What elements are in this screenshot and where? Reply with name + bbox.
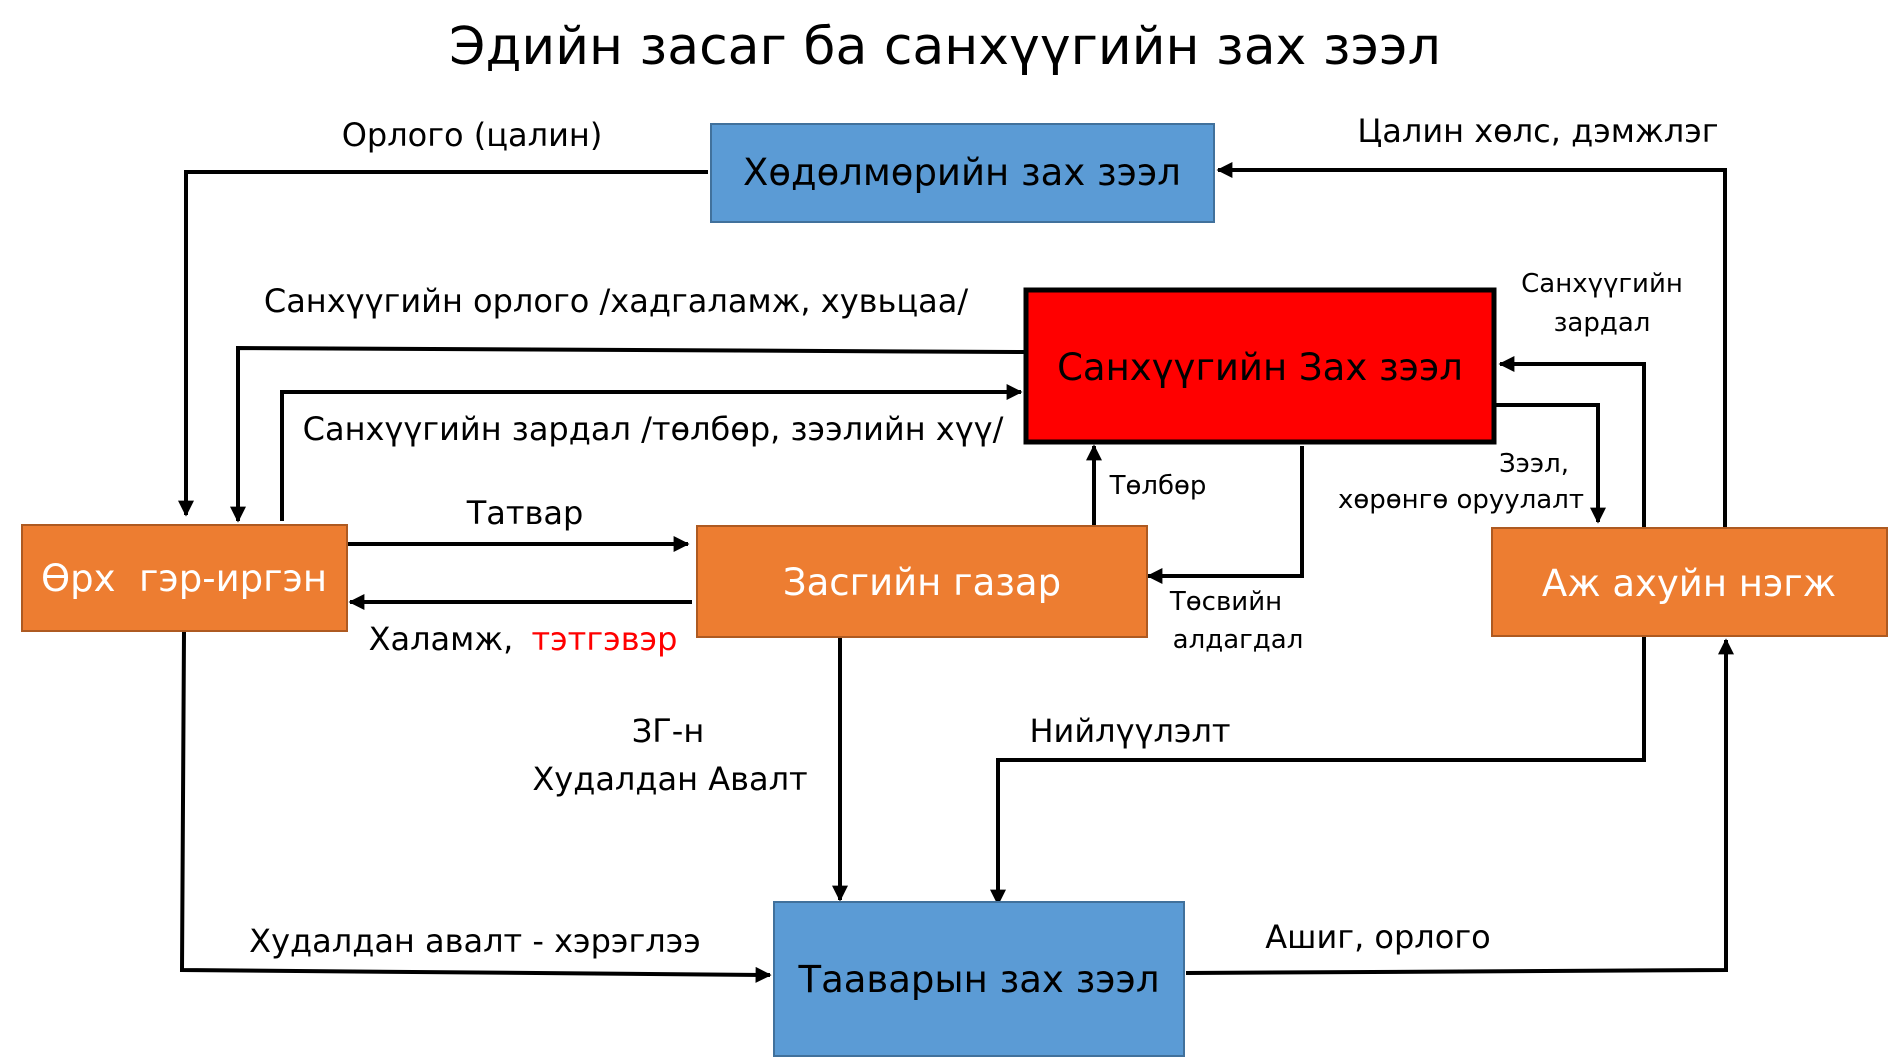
- label-payment: Төлбөр: [1109, 471, 1207, 501]
- node-household-label: Өрх гэр-иргэн: [41, 557, 327, 600]
- arrow-finmarket-to-business: [1492, 403, 1606, 524]
- label-budget-deficit-1: Төсвийн: [1169, 587, 1282, 617]
- label-gov-purchase-2: Худалдан Авалт: [532, 760, 807, 798]
- arrow-household-to-finmarket: [280, 384, 1023, 521]
- label-consumption: Худалдан авалт - хэрэглээ: [249, 922, 701, 960]
- label-supply: Нийлүүлэлт: [1029, 712, 1230, 750]
- node-goods-market: Тааварын зах зээл: [773, 901, 1185, 1057]
- label-fin-expense: Санхүүгийн зардал /төлбөр, зээлийн хүү/: [303, 410, 1004, 448]
- node-financial-market-label: Санхүүгийн Зах зээл: [1057, 346, 1463, 389]
- label-tax: Татвар: [466, 494, 584, 532]
- label-fin-income: Санхүүгийн орлого /хадгаламж, хувьцаа/: [264, 282, 969, 320]
- node-labor-market: Хөдөлмөрийн зах зээл: [710, 123, 1215, 223]
- node-business-label: Аж ахуйн нэгж: [1542, 562, 1836, 605]
- arrow-finmarket-to-gov: [1146, 446, 1304, 584]
- node-government-label: Засгийн газар: [783, 561, 1061, 604]
- label-profit-income: Ашиг, орлого: [1265, 918, 1490, 956]
- arrow-business-to-finmarket: [1498, 356, 1646, 527]
- node-household: Өрх гэр-иргэн: [21, 524, 348, 632]
- arrow-goods-to-business: [1185, 638, 1734, 975]
- diagram-title: Эдийн засаг ба санхүүгийн зах зээл: [449, 17, 1441, 77]
- label-wage-benefits: Цалин хөлс, дэмжлэг: [1357, 112, 1718, 150]
- node-goods-market-label: Тааварын зах зээл: [797, 958, 1159, 1001]
- label-loan-invest-1: Зээл,: [1499, 449, 1569, 479]
- node-financial-market: Санхүүгийн Зах зээл: [1023, 287, 1497, 445]
- label-loan-invest-2: хөрөнгө оруулалт: [1338, 485, 1584, 515]
- arrow-business-to-labor: [1216, 162, 1727, 527]
- node-government: Засгийн газар: [696, 525, 1148, 638]
- label-welfare: Халамж,: [369, 620, 514, 658]
- arrow-business-to-goods: [990, 636, 1646, 906]
- label-budget-deficit-2: алдагдал: [1173, 625, 1304, 655]
- label-welfare-pension: Халамж, тэтгэвэр: [369, 620, 678, 658]
- node-business: Аж ахуйн нэгж: [1491, 527, 1888, 637]
- arrow-household-to-goods: [179, 631, 772, 983]
- label-biz-fin-expense-2: зардал: [1554, 308, 1651, 338]
- label-pension: тэтгэвэр: [531, 620, 677, 658]
- arrow-labor-to-household: [178, 170, 708, 517]
- label-income-wage: Орлого (цалин): [342, 116, 603, 154]
- node-labor-market-label: Хөдөлмөрийн зах зээл: [743, 151, 1181, 194]
- label-biz-fin-expense-1: Санхүүгийн: [1521, 269, 1683, 299]
- label-gov-purchase-1: ЗГ-н: [632, 712, 705, 750]
- arrow-finmarket-to-household: [230, 345, 1025, 523]
